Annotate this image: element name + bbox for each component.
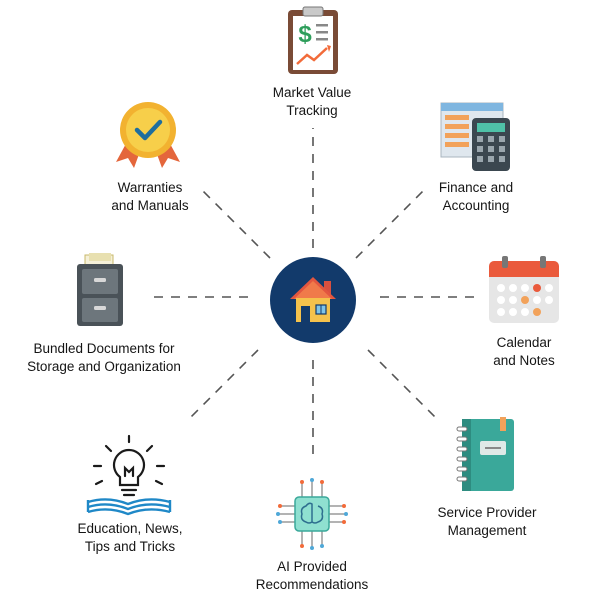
house-icon: [290, 277, 336, 322]
calendar-icon: [487, 255, 561, 325]
connector-service: [367, 349, 437, 419]
label-education: Education, News,Tips and Tricks: [77, 521, 183, 554]
center-hub: [270, 257, 356, 343]
award-badge-icon: [112, 100, 184, 170]
connector-warranties: [201, 189, 271, 259]
clipboard-chart-icon: $: [285, 6, 341, 76]
svg-text:$: $: [298, 21, 312, 48]
lightbulb-book-icon: [84, 434, 174, 518]
ai-chip-icon: [276, 478, 348, 550]
connector-finance: [355, 189, 425, 259]
calculator-icon: [440, 100, 514, 174]
notebook-icon: [456, 417, 520, 493]
filing-cabinet-icon: [75, 253, 125, 327]
